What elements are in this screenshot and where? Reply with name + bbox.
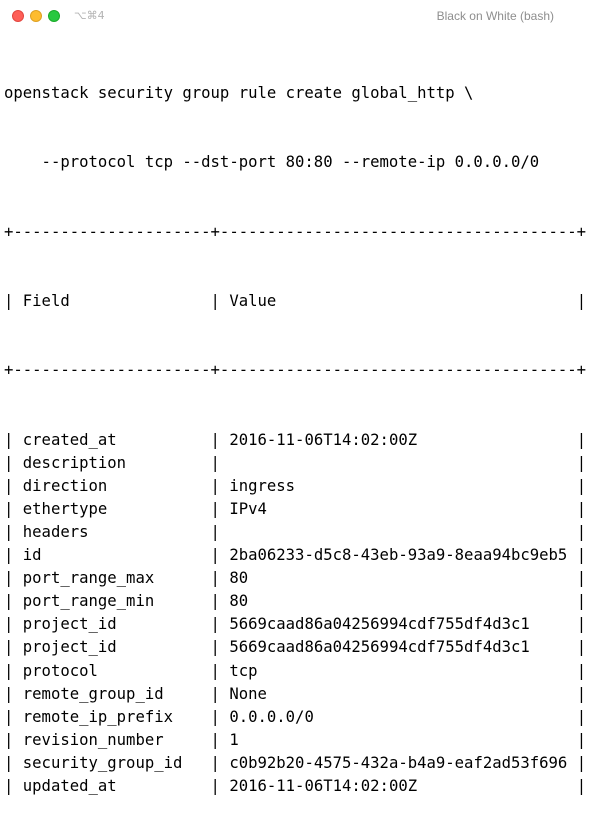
zoom-window-button[interactable] xyxy=(48,10,60,22)
table-row: | created_at | 2016-11-06T14:02:00Z | xyxy=(4,430,587,449)
row-value: 80 xyxy=(229,569,568,588)
row-field: direction xyxy=(22,476,202,495)
value-column-header: Value xyxy=(229,292,568,311)
table-row: | ethertype | IPv4 | xyxy=(4,499,587,518)
row-field: created_at xyxy=(22,430,202,449)
table-row: | project_id | 5669caad86a04256994cdf755… xyxy=(4,615,587,634)
terminal-output[interactable]: openstack security group rule create glo… xyxy=(4,36,600,821)
row-value: 2ba06233-d5c8-43eb-93a9-8eaa94bc9eb5 xyxy=(229,546,568,565)
row-field: description xyxy=(22,453,202,472)
row-field: port_range_min xyxy=(22,592,202,611)
row-value xyxy=(229,523,567,541)
table-row: | description | | xyxy=(4,453,587,472)
table-row: | port_range_min | 80 | xyxy=(4,592,587,611)
row-field: project_id xyxy=(22,615,202,634)
row-value: 80 xyxy=(229,592,568,611)
row-value: 5669caad86a04256994cdf755df4d3c1 xyxy=(229,638,568,657)
table-row: | project_id | 5669caad86a04256994cdf755… xyxy=(4,638,587,657)
row-field: ethertype xyxy=(22,499,202,518)
row-field: headers xyxy=(22,522,202,541)
row-value: 5669caad86a04256994cdf755df4d3c1 xyxy=(229,615,568,634)
row-value: IPv4 xyxy=(229,499,568,518)
row-field: security_group_id xyxy=(22,753,202,772)
close-window-button[interactable] xyxy=(12,10,24,22)
keyboard-shortcut-label: ⌥⌘4 xyxy=(74,9,105,22)
table-header-row: | Field | Value | xyxy=(4,292,587,311)
table-body: | created_at | 2016-11-06T14:02:00Z | | d… xyxy=(4,429,600,799)
table-row: | remote_ip_prefix | 0.0.0.0/0 | xyxy=(4,707,587,726)
table-row: | headers | | xyxy=(4,522,587,541)
row-field: remote_group_id xyxy=(22,684,202,703)
table-row: | port_range_max | 80 | xyxy=(4,569,587,588)
table-row: | security_group_id | c0b92b20-4575-432a… xyxy=(4,753,587,772)
row-field: revision_number xyxy=(22,730,202,749)
row-value: 1 xyxy=(229,730,568,749)
table-row: | remote_group_id | None | xyxy=(4,684,587,703)
row-value: c0b92b20-4575-432a-b4a9-eaf2ad53f696 xyxy=(229,753,568,772)
table-row: | id | 2ba06233-d5c8-43eb-93a9-8eaa94bc9… xyxy=(4,546,587,565)
command-line: openstack security group rule create glo… xyxy=(4,84,474,103)
table-row: | revision_number | 1 | xyxy=(4,730,587,749)
row-value: ingress xyxy=(229,476,568,495)
row-field: port_range_max xyxy=(22,569,202,588)
field-column-header: Field xyxy=(22,292,202,311)
row-field: remote_ip_prefix xyxy=(22,707,202,726)
row-value: tcp xyxy=(229,661,568,680)
row-value: 2016-11-06T14:02:00Z xyxy=(229,777,568,795)
window-title: Black on White (bash) xyxy=(436,9,554,23)
minimize-window-button[interactable] xyxy=(30,10,42,22)
table-row: | direction | ingress | xyxy=(4,476,587,495)
table-border-mid: +---------------------+-----------------… xyxy=(4,361,587,380)
table-row: | updated_at | 2016-11-06T14:02:00Z | xyxy=(4,777,587,795)
row-value: 2016-11-06T14:02:00Z xyxy=(229,430,568,449)
command-line-continuation: --protocol tcp --dst-port 80:80 --remote… xyxy=(4,153,540,172)
row-field: project_id xyxy=(22,638,202,657)
row-field: id xyxy=(22,546,202,565)
table-border-top: +---------------------+-----------------… xyxy=(4,222,587,241)
table-row: | protocol | tcp | xyxy=(4,661,587,680)
title-bar: ⌥⌘4 Black on White (bash) xyxy=(0,0,600,32)
row-value xyxy=(229,454,567,472)
row-field: updated_at xyxy=(22,777,202,795)
row-value: 0.0.0.0/0 xyxy=(229,707,568,726)
row-value: None xyxy=(229,684,568,703)
row-field: protocol xyxy=(22,661,202,680)
